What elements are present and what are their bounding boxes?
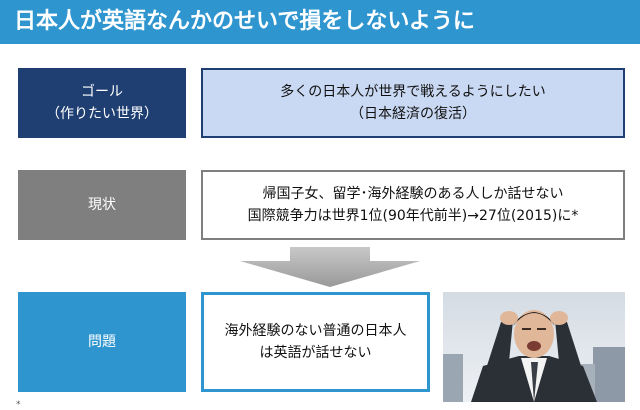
status-text-line2: 国際競争力は世界1位(90年代前半)→27位(2015)に* [247, 208, 579, 224]
problem-text-line1: 海外経験のない普通の日本人 [224, 323, 407, 339]
status-box: 帰国子女、留学･海外経験のある人しか話せない 国際競争力は世界1位(90年代前半… [201, 170, 625, 240]
goal-text-line1: 多くの日本人が世界で戦えるようにしたい [280, 84, 546, 100]
goal-label-line2: （作りたい世界） [46, 106, 158, 122]
problem-label: 問題 [18, 292, 186, 392]
problem-text-line2: は英語が話せない [259, 345, 372, 361]
goal-label: ゴール （作りたい世界） [18, 68, 186, 138]
status-label-text: 現状 [88, 197, 116, 213]
goal-box: 多くの日本人が世界で戦えるようにしたい （日本経済の復活） [201, 68, 625, 138]
status-label: 現状 [18, 170, 186, 240]
problem-label-text: 問題 [88, 334, 116, 350]
stressed-businessman-photo [443, 292, 625, 402]
status-text-line1: 帰国子女、留学･海外経験のある人しか話せない [262, 186, 564, 202]
down-arrow-icon [240, 247, 420, 287]
slide-title: 日本人が英語なんかのせいで損をしないように [0, 0, 640, 44]
problem-box: 海外経験のない普通の日本人 は英語が話せない [201, 292, 430, 392]
footnote: * [16, 400, 21, 410]
goal-label-line1: ゴール [81, 84, 123, 100]
goal-text-line2: （日本経済の復活） [350, 106, 476, 122]
